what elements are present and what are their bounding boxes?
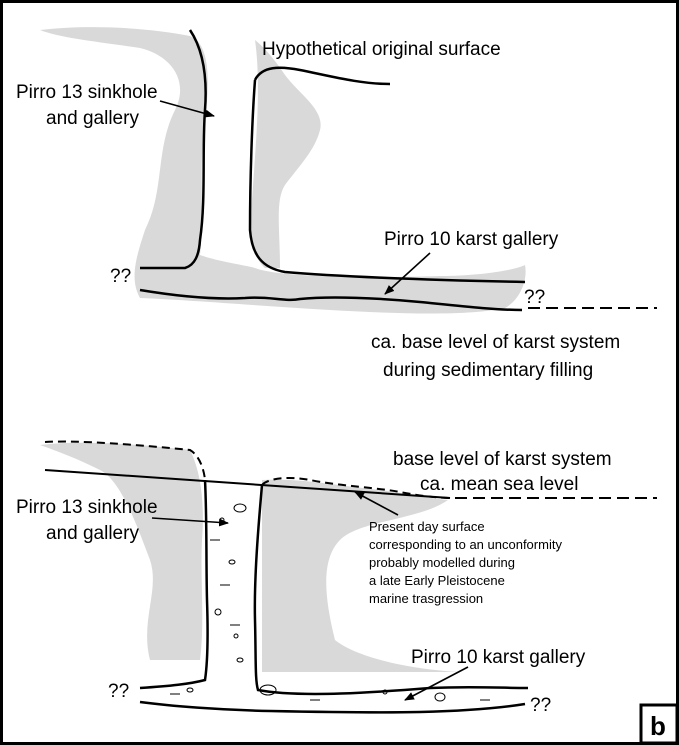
lower-unknown-left: ?? (108, 681, 129, 702)
upper-unknown-right: ?? (524, 287, 545, 308)
lower-present-surface-label-line5: marine trasgression (369, 591, 483, 606)
lower-present-surface-label-line4: a late Early Pleistocene (369, 573, 505, 588)
lower-base-level-label-line2: ca. mean sea level (420, 474, 578, 495)
lower-base-level-label-line1: base level of karst system (393, 449, 612, 470)
lower-sinkhole-label-line2: and gallery (46, 523, 139, 544)
upper-base-level-label-line2: during sedimentary filling (383, 360, 593, 381)
panel-letter: b (650, 711, 666, 741)
lower-present-surface-label-line3: probably modelled during (369, 555, 515, 570)
upper-sinkhole-label-line2: and gallery (46, 108, 139, 129)
lower-present-surface-label-line1: Present day surface (369, 519, 485, 534)
upper-panel: Hypothetical original surface Pirro 13 s… (16, 27, 657, 381)
lower-panel: base level of karst system ca. mean sea … (16, 442, 677, 743)
lower-gallery-label: Pirro 10 karst gallery (411, 647, 586, 668)
upper-sinkhole-label-line1: Pirro 13 sinkhole (16, 82, 158, 103)
upper-surface-label: Hypothetical original surface (262, 39, 501, 60)
lower-sinkhole-label-line1: Pirro 13 sinkhole (16, 497, 158, 518)
upper-base-level-label-line1: ca. base level of karst system (371, 332, 620, 353)
lower-present-surface-label-line2: corresponding to an unconformity (369, 537, 562, 552)
upper-unknown-left: ?? (110, 266, 131, 287)
upper-gallery-label: Pirro 10 karst gallery (384, 229, 559, 250)
lower-unknown-right: ?? (530, 695, 551, 716)
